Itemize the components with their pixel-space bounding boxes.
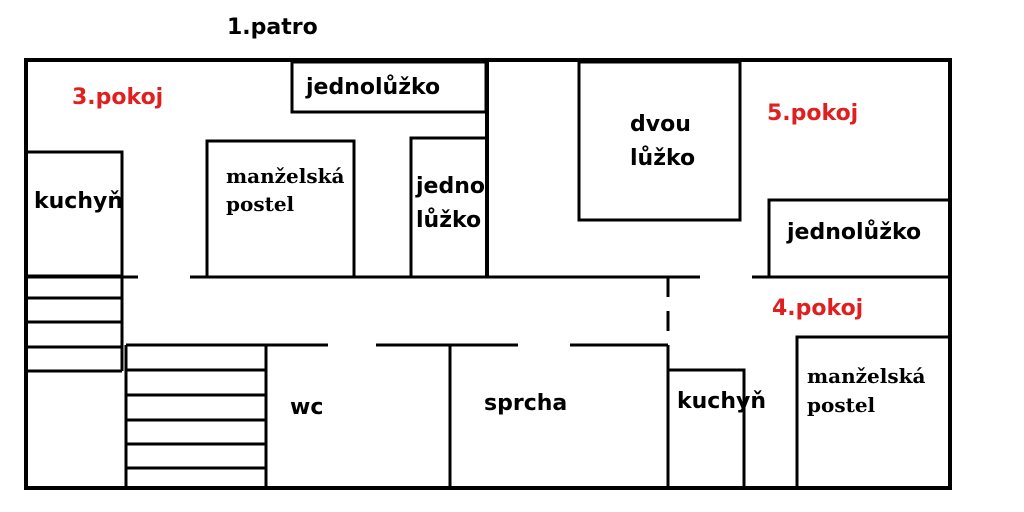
kitchen-left-label: kuchyň [34,189,123,214]
floor-title: 1.patro [227,15,318,40]
single-bed-mid-label-1: jedno [415,174,485,199]
single-bed-mid-label-2: lůžko [416,208,481,233]
room-label-5: 5.pokoj [767,101,858,126]
double-bed-left-label-1: manželská [226,164,344,188]
shower-label: sprcha [484,391,567,416]
kitchen-left-box [24,150,124,278]
double-bed-left-label-2: postel [226,192,295,216]
wc-label: wc [290,395,323,420]
stairs-left [26,277,124,373]
double-bed-bottom [795,335,952,490]
kitchen-right-box [666,368,746,490]
double-bed-right [577,60,742,222]
single-bed-right-label: jednolůžko [786,220,921,245]
single-bed-top-label: jednolůžko [305,75,440,100]
stairs-lower [124,343,266,488]
double-bed-bottom-label-2: postel [807,393,876,417]
double-bed-bottom-label-1: manželská [807,364,925,388]
room-label-3: 3.pokoj [72,85,163,110]
double-bed-right-label-2: lůžko [630,146,695,171]
double-bed-right-label-1: dvou [630,112,691,137]
room-label-4: 4.pokoj [772,296,863,321]
kitchen-right-label: kuchyň [677,389,766,414]
